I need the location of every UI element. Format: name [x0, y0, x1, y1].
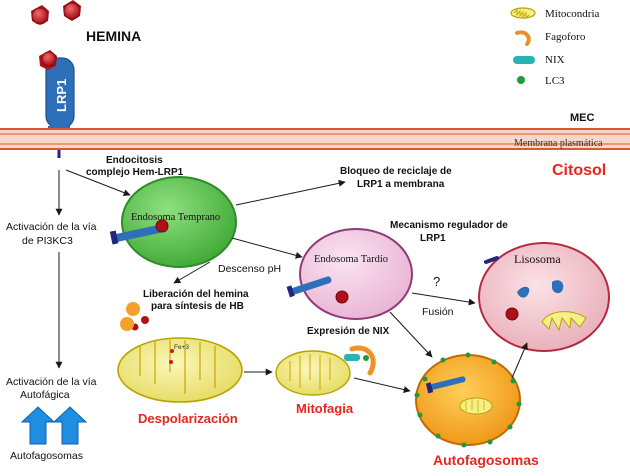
- pi3k-label: de PI3KC3: [22, 235, 73, 247]
- ph-drop-label: Descenso pH: [218, 263, 281, 275]
- autophagy-activation-label: Activación de la vía: [6, 376, 97, 388]
- recycling-block-label: LRP1 a membrana: [357, 179, 445, 190]
- legend-label: Mitocondria: [545, 8, 599, 20]
- fusion-arrow: [411, 292, 476, 306]
- autophagosomes-label: Autofagosomas: [433, 452, 539, 468]
- lc3-icon: [517, 76, 525, 84]
- recycling-block-arrow: [235, 179, 346, 206]
- pi3k-label: Activación de la vía: [6, 221, 97, 233]
- regulator-label: LRP1: [420, 233, 446, 244]
- up-arrow-icon: [52, 406, 88, 445]
- autophagy-activation-label: Autofágica: [20, 389, 70, 401]
- endocytosis-arrow: [65, 169, 131, 196]
- lrp1-label: LRP1: [54, 79, 69, 112]
- fusion-label: Fusión: [422, 306, 454, 318]
- free-heme-cluster: [120, 302, 149, 331]
- depolarization-label: Despolarización: [138, 411, 238, 426]
- hemina-label: HEMINA: [86, 28, 141, 44]
- mitophagy-mitochondrion: [275, 345, 376, 396]
- question-mark: ?: [433, 274, 440, 289]
- legend-label: NIX: [545, 54, 565, 66]
- legend-label: LC3: [545, 75, 565, 87]
- early-endosome: [109, 176, 237, 268]
- autophagosome: [414, 352, 522, 448]
- autophagosomes-small-label: Autofagosomas: [10, 450, 83, 462]
- plasma-membrane: [0, 128, 630, 150]
- late-endosome-label: Endosoma Tardío: [314, 254, 388, 265]
- heme-release-label: Liberación del hemina: [143, 289, 249, 300]
- to-lysosome-arrow: [511, 342, 528, 379]
- early-endosome-label: Endosoma Temprano: [131, 212, 220, 223]
- to-late-endosome-arrow: [231, 237, 303, 259]
- legend: Mitocondria Fagoforo NIX LC3: [510, 7, 599, 87]
- late-endosome: [286, 228, 413, 320]
- endocytosis-label: complejo Hem-LRP1: [86, 167, 184, 178]
- lysosome-label: Lisosoma: [514, 252, 561, 266]
- nix-icon: [513, 56, 535, 64]
- nix-expression-label: Expresión de NIX: [307, 326, 390, 337]
- late-to-autophagosome-arrow: [389, 311, 433, 358]
- to-autophagosome-arrow: [353, 377, 411, 393]
- up-arrow-icon: [20, 406, 56, 445]
- membrane-label: Membrana plasmática: [514, 138, 603, 149]
- recycling-block-label: Bloqueo de reciclaje de: [340, 166, 452, 177]
- lysosome: [478, 242, 610, 352]
- heme-release-arrow: [173, 261, 211, 284]
- heme-molecule: [63, 0, 81, 21]
- mitophagy-label: Mitofagia: [296, 401, 354, 416]
- legend-label: Fagoforo: [545, 31, 586, 43]
- depolarized-mitochondrion: [117, 337, 243, 403]
- heme-molecule: [31, 5, 49, 25]
- fe3-label: Fe+3: [174, 344, 189, 351]
- regulator-label: Mecanismo regulador de: [390, 220, 508, 231]
- citosol-label: Citosol: [552, 162, 606, 179]
- heme-release-label: para síntesis de HB: [151, 301, 244, 312]
- endocytosis-label: Endocitosis: [106, 155, 163, 166]
- mitochondria-icon: [510, 7, 536, 20]
- phagophore-icon: [515, 30, 531, 46]
- mec-label: MEC: [570, 112, 595, 124]
